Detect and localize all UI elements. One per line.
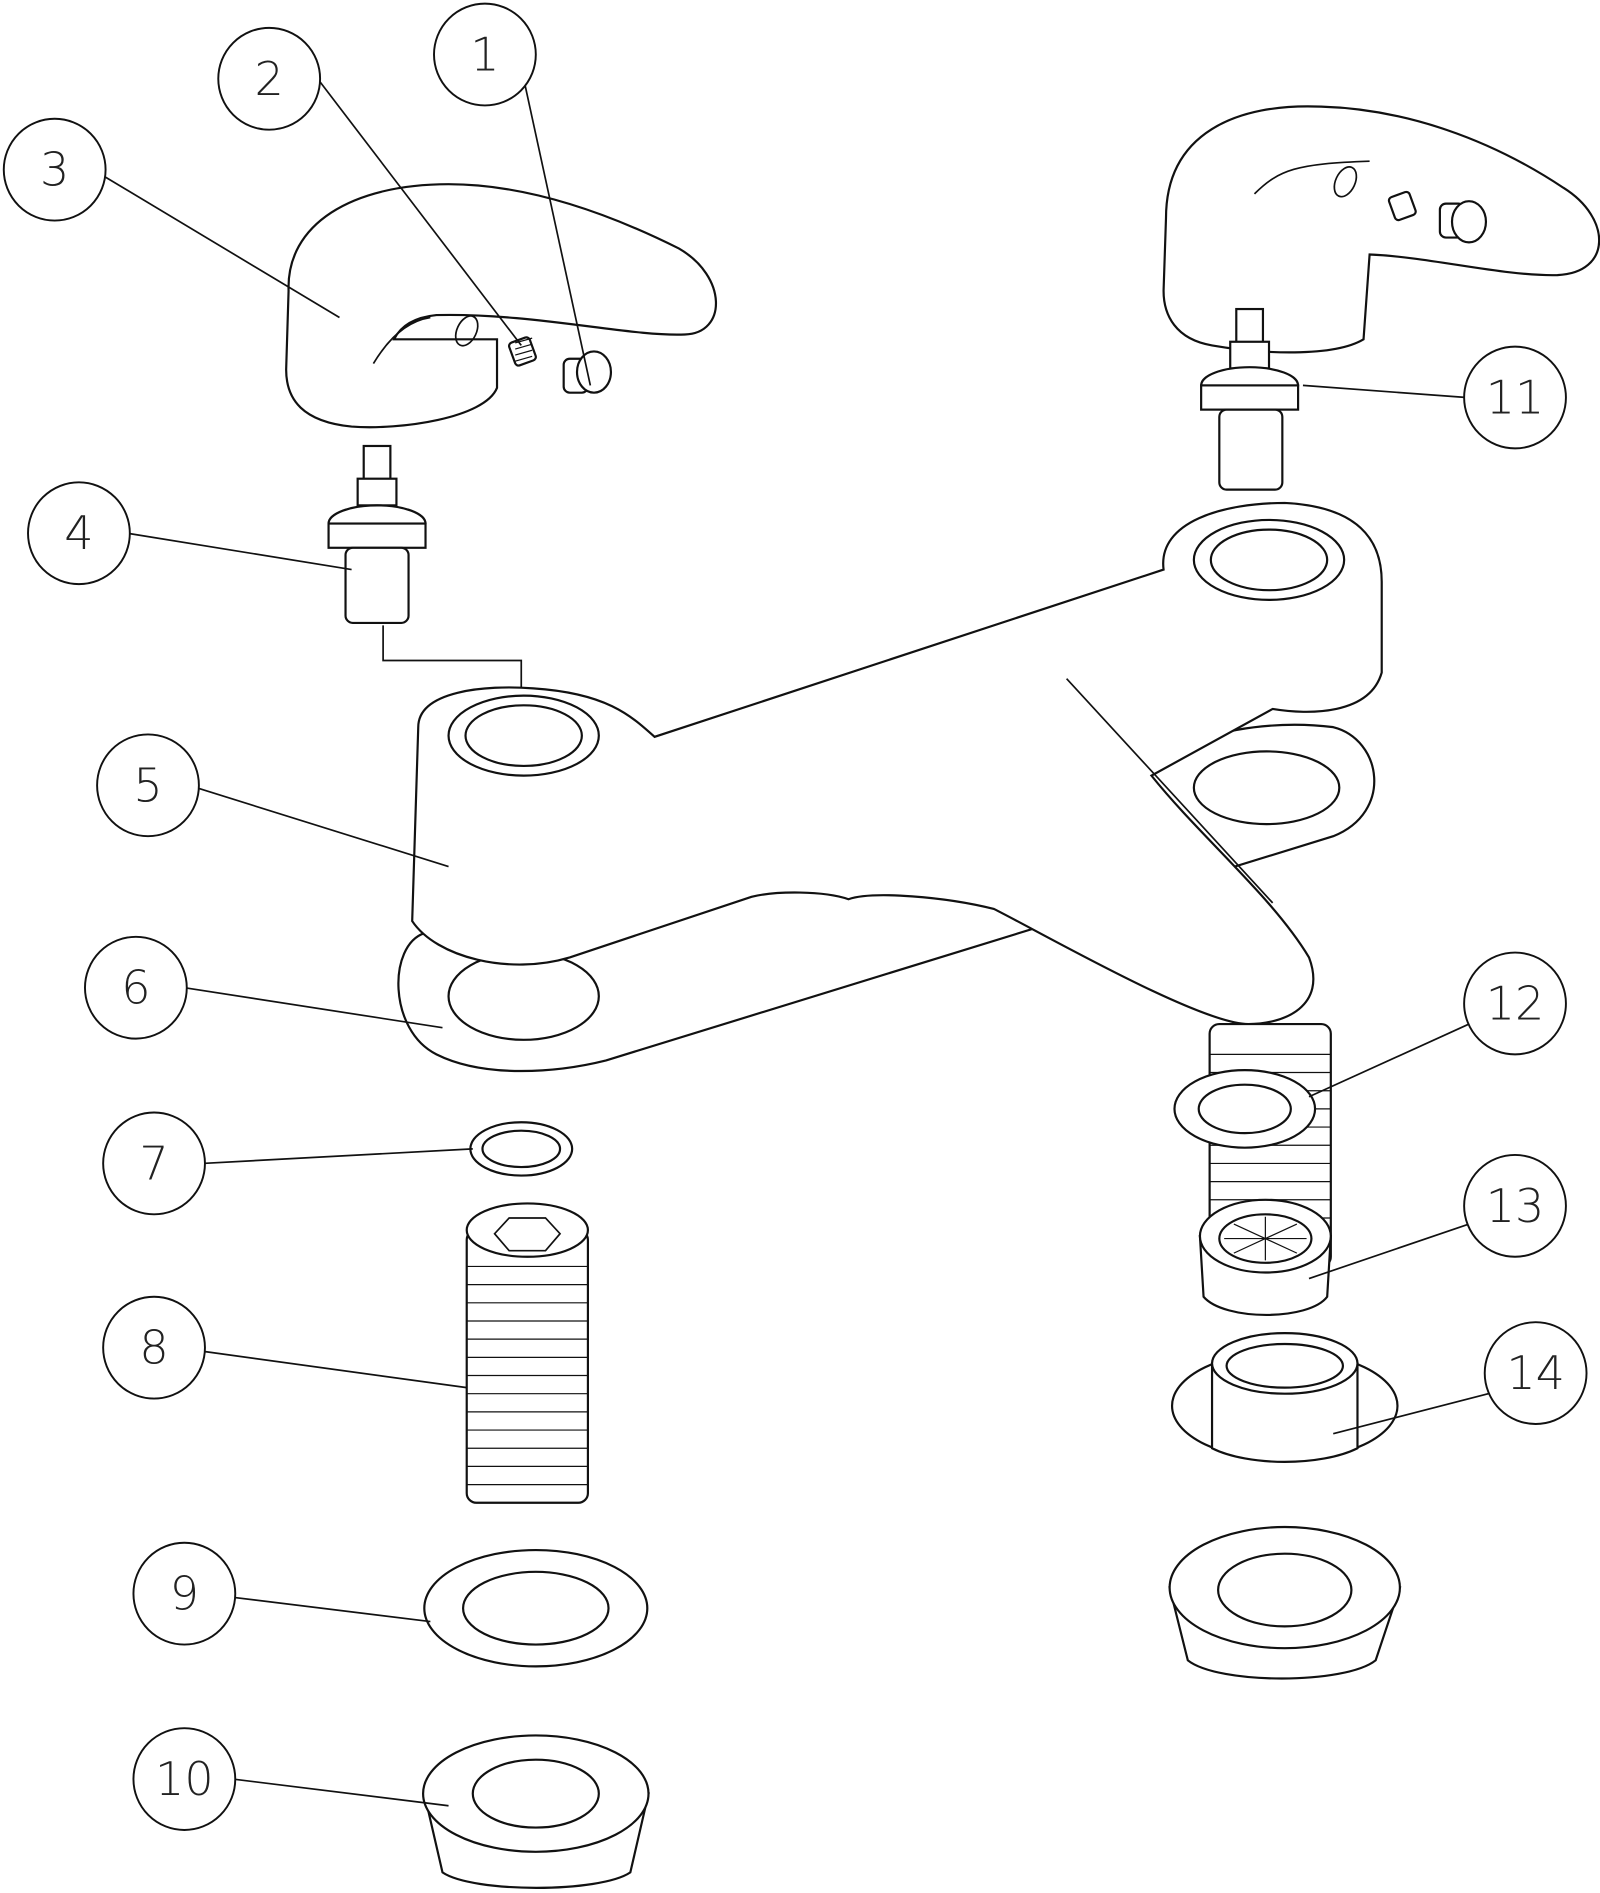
callout-9: 9: [132, 1541, 237, 1646]
callout-10: 10: [132, 1727, 237, 1831]
callout-5: 5: [96, 733, 200, 838]
svg-text:10: 10: [155, 1752, 214, 1806]
svg-text:6: 6: [121, 961, 150, 1015]
svg-text:1: 1: [470, 28, 499, 82]
right-cartridge: [1200, 307, 1300, 491]
flange-14: [1170, 1332, 1399, 1463]
washer-small: [469, 1121, 574, 1177]
washer-large: [423, 1548, 649, 1668]
callout-12: 12: [1463, 951, 1567, 1056]
aerator-13: [1198, 1198, 1332, 1316]
callout-11: 11: [1463, 345, 1567, 450]
svg-text:11: 11: [1486, 371, 1545, 425]
svg-text:3: 3: [40, 143, 69, 197]
washer-12: [1173, 1069, 1317, 1149]
svg-text:7: 7: [139, 1136, 168, 1190]
callout-1: 1: [433, 2, 537, 107]
svg-text:12: 12: [1486, 976, 1545, 1030]
svg-text:14: 14: [1506, 1346, 1565, 1400]
callout-13: 13: [1463, 1153, 1567, 1258]
mixer-body: [411, 501, 1383, 1026]
grub-screw: [508, 336, 537, 367]
svg-text:4: 4: [64, 506, 93, 560]
svg-text:13: 13: [1486, 1179, 1545, 1233]
callout-3: 3: [2, 117, 107, 222]
callout-6: 6: [84, 935, 188, 1040]
threaded-shank: [465, 1202, 590, 1504]
callout-4: 4: [27, 481, 131, 586]
left-cartridge: [327, 444, 523, 746]
svg-text:9: 9: [170, 1567, 199, 1621]
leader-lines: [102, 78, 1489, 1807]
right-handle: [1162, 105, 1600, 354]
svg-text:2: 2: [255, 52, 284, 106]
backnut-left: [422, 1734, 650, 1889]
svg-text:5: 5: [133, 758, 162, 812]
callout-7: 7: [102, 1111, 206, 1216]
left-handle: [285, 183, 717, 429]
callout-14: 14: [1483, 1321, 1588, 1425]
svg-text:8: 8: [139, 1321, 168, 1375]
callout-8: 8: [102, 1295, 206, 1400]
backnut-right: [1168, 1525, 1402, 1680]
callout-2: 2: [217, 26, 322, 131]
